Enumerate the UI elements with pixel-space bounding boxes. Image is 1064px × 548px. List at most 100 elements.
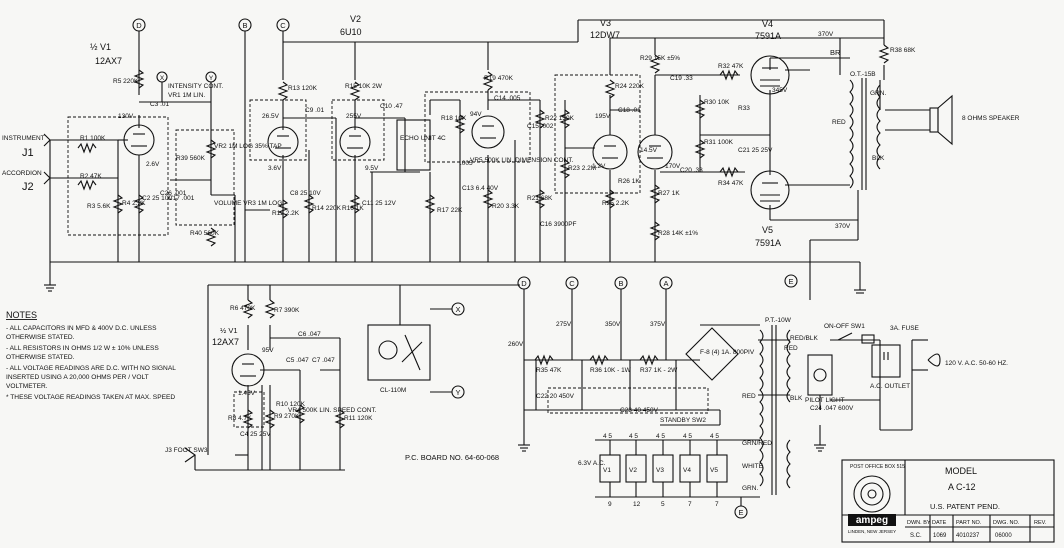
svg-text:B: B [618,279,623,288]
svg-text:R13 120K: R13 120K [288,85,318,92]
svg-text:R24 220K: R24 220K [615,83,645,90]
svg-text:C18 .01: C18 .01 [618,107,641,114]
svg-text:R21 68K: R21 68K [527,195,553,202]
svg-text:R22 150K: R22 150K [545,115,575,122]
svg-text:255V: 255V [346,113,362,120]
svg-text:26.5V: 26.5V [262,113,280,120]
input-labels: INSTRUMENT J1 ACCORDION J2 [2,135,45,193]
speaker-label: 8 OHMS SPEAKER [962,115,1020,122]
svg-text:POST OFFICE BOX 515: POST OFFICE BOX 515 [850,464,905,470]
node-c-mid: C [565,276,579,290]
misc-symbols [43,78,953,495]
v1a-ref: ½ V1 [90,42,111,52]
node-a-mid: A [659,276,673,290]
title-block: POST OFFICE BOX 515 ampeg LINDEN, NEW JE… [841,459,1055,543]
svg-text:7: 7 [715,501,719,508]
speed-labels: J3 FOOT SW3 P.C. BOARD NO. 64-60-068 [165,447,499,462]
svg-text:S.C.: S.C. [910,533,922,539]
svg-text:94V: 94V [470,111,482,118]
svg-text:NOTES: NOTES [6,310,37,320]
svg-text:4 5: 4 5 [683,433,692,440]
svg-text:3A. FUSE: 3A. FUSE [890,325,920,332]
svg-text:R34 47K: R34 47K [718,180,744,187]
svg-text:R28 14K ±1%: R28 14K ±1% [658,230,698,237]
svg-text:375V: 375V [650,321,666,328]
svg-text:ampeg: ampeg [856,515,888,526]
svg-text:C3 .01: C3 .01 [150,101,170,108]
svg-text:260V: 260V [508,341,524,348]
svg-text:MODEL: MODEL [945,466,977,476]
node-y-top: Y [205,71,217,83]
voltage-labels: 130V 26.5V 255V 94V 195V 14.5V 170V 370V… [118,31,851,467]
svg-text:5: 5 [661,501,665,508]
node-b-top: B [238,18,252,32]
svg-text:R6 470K: R6 470K [230,305,256,312]
svg-text:4 5: 4 5 [603,433,612,440]
v1b-ref: ½ V1 [220,326,238,335]
svg-text:R2 47K: R2 47K [80,173,102,180]
svg-text:OTHERWISE STATED.: OTHERWISE STATED. [6,354,75,361]
svg-text:R40 560K: R40 560K [190,230,220,237]
svg-text:R29 15K ±5%: R29 15K ±5% [640,55,680,62]
notes: NOTES - ALL CAPACITORS IN MFD & 400V D.C… [6,310,176,401]
svg-text:V1: V1 [603,467,611,474]
svg-text:VR4 500K LIN. SPEED CONT.: VR4 500K LIN. SPEED CONT. [288,407,377,414]
svg-text:275V: 275V [556,321,572,328]
svg-text:RED: RED [784,345,798,352]
svg-text:C: C [280,21,286,30]
shields [67,74,709,428]
svg-text:RED/BLK: RED/BLK [790,335,818,342]
svg-text:R4 2.2K: R4 2.2K [122,200,146,207]
accordion-label: ACCORDION [2,170,42,177]
svg-text:WHITE: WHITE [742,463,764,470]
tube-v1a [123,124,155,156]
svg-text:C2 25 10V: C2 25 10V [142,195,173,202]
svg-text:R17 22K: R17 22K [437,207,463,214]
svg-text:R12 2.2K: R12 2.2K [272,210,300,217]
output-transformer-label: O.T.-15B [850,71,876,78]
svg-text:C22 20 450V: C22 20 450V [536,393,575,400]
cl110m-label: CL-110M [380,387,406,394]
svg-text:GRN.: GRN. [742,485,758,492]
svg-text:V4: V4 [683,467,691,474]
v1b-type: 12AX7 [212,337,239,347]
svg-text:BLK: BLK [790,395,803,402]
svg-text:J3 FOOT SW3: J3 FOOT SW3 [165,447,208,454]
output-transformer [849,78,881,190]
v1a-type: 12AX7 [95,56,122,66]
tube-v3a [592,134,628,170]
ampeg-logo: ampeg LINDEN, NEW JERSEY [848,475,896,534]
heater-labels: V1 V2 V3 V4 V5 4 5 4 5 4 5 4 5 4 5 9 12 … [603,433,719,508]
v3-ref: V3 [600,18,611,28]
svg-text:2.6V: 2.6V [146,161,160,168]
svg-text:- ALL VOLTAGE READINGS ARE D.C: - ALL VOLTAGE READINGS ARE D.C. WITH NO … [6,365,176,372]
v2-ref: V2 [350,14,361,24]
node-d-mid: D [517,276,531,290]
svg-text:C5 .047: C5 .047 [286,357,309,364]
v2-type: 6U10 [340,27,362,37]
svg-text:R16 1K: R16 1K [342,205,364,212]
svg-text:C: C [569,279,575,288]
svg-text:9.5V: 9.5V [365,165,379,172]
node-d-top: D [132,18,146,32]
svg-text:C20 .33: C20 .33 [680,167,703,174]
tube-v2c [471,115,505,149]
svg-text:370V: 370V [835,223,851,230]
node-b-mid: B [614,276,628,290]
tube-v4 [750,55,790,95]
svg-text:130V: 130V [118,113,134,120]
control-labels: INTENSITY CONT. VR1 1M LIN. VR2 1M LOG 3… [168,83,573,414]
svg-text:4 5: 4 5 [629,433,638,440]
tube-v2b [339,126,371,158]
svg-text:C21 25 25V: C21 25 25V [738,147,773,154]
svg-text:VR1 1M LIN.: VR1 1M LIN. [168,92,205,99]
svg-text:14.5V: 14.5V [640,147,658,154]
svg-text:INSERTED USING A 20,000 OHMS P: INSERTED USING A 20,000 OHMS PER / VOLT [6,374,149,381]
node-c-top: C [276,18,290,32]
svg-text:* THESE VOLTAGE READINGS TAKEN: * THESE VOLTAGE READINGS TAKEN AT MAX. S… [6,394,175,401]
svg-text:X: X [455,305,460,314]
svg-text:D: D [521,279,527,288]
svg-text:R1 100K: R1 100K [80,135,106,142]
svg-text:REV.: REV. [1034,520,1047,526]
